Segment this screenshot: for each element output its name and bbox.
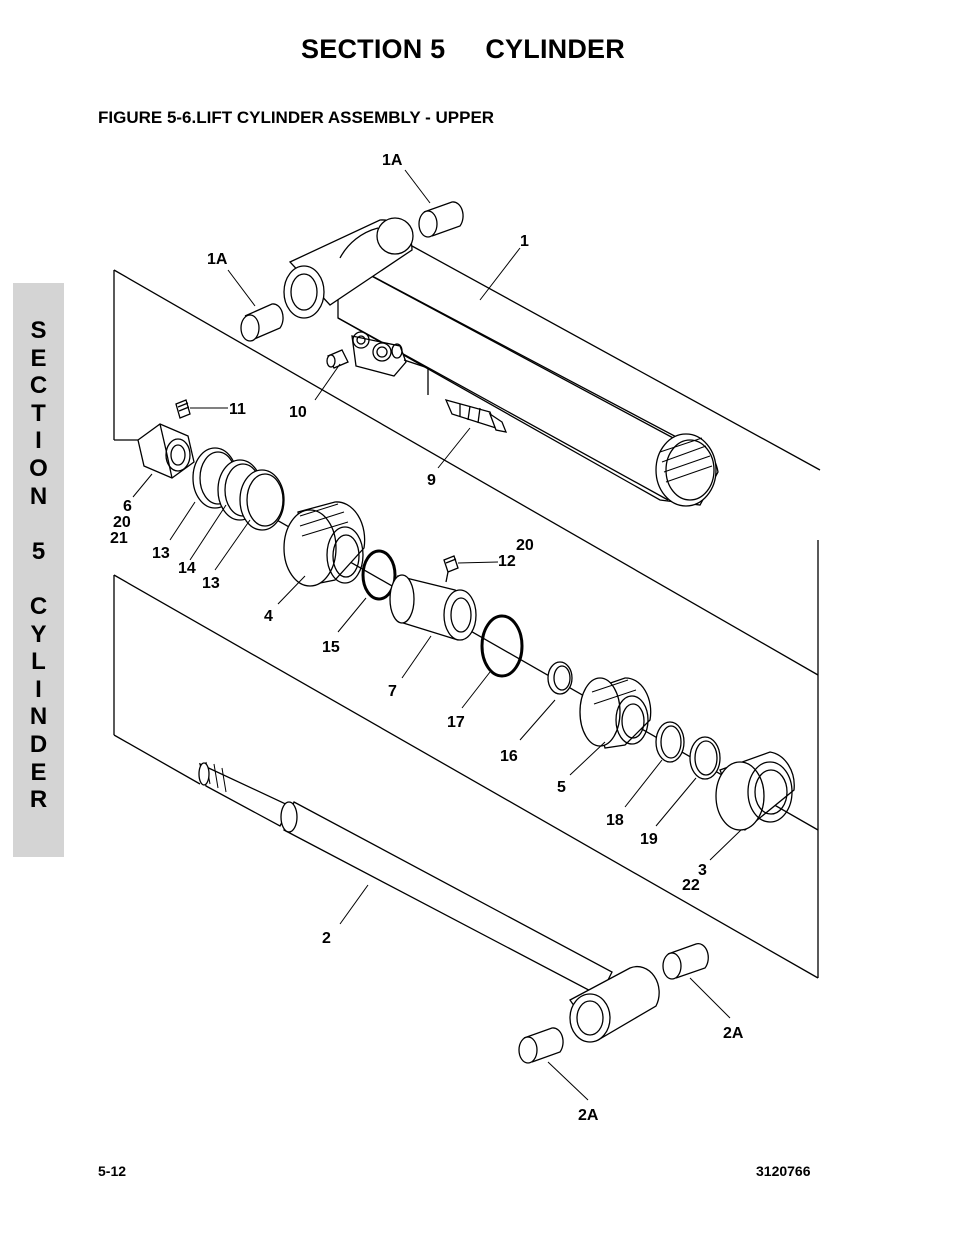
nut-part-6 <box>137 423 195 479</box>
side-tab-letter: T <box>31 399 46 427</box>
side-tab-letter: D <box>29 730 48 758</box>
callout-2a-right: 2A <box>723 1025 744 1042</box>
callout-7: 7 <box>388 683 397 700</box>
page-number: 5-12 <box>98 1163 127 1179</box>
callout-20b: 20 <box>516 537 534 554</box>
callout-4: 4 <box>264 608 273 625</box>
side-tab-letter: I <box>35 675 42 703</box>
side-tab-letter: I <box>35 427 42 455</box>
side-tab-letter: R <box>29 786 48 814</box>
section-heading: SECTION 5 CYLINDER <box>0 34 926 65</box>
callout-19: 19 <box>640 831 658 848</box>
callout-labels: 1A 1 1A 11 10 9 6 20 21 13 14 13 4 20 12… <box>110 152 744 1124</box>
section-number: SECTION 5 <box>301 34 446 64</box>
side-tab-letter: N <box>29 703 48 731</box>
callout-1a-top: 1A <box>382 152 403 169</box>
side-tab-letter: N <box>29 482 48 510</box>
ring-part-19 <box>689 736 721 780</box>
side-tab-letter: Y <box>30 620 47 648</box>
section-title: CYLINDER <box>485 34 625 64</box>
side-tab-letter: O <box>29 454 48 482</box>
callout-5: 5 <box>557 779 566 796</box>
piston-part-5 <box>579 677 652 749</box>
bushing-1a-top <box>418 201 464 238</box>
barrel-part-1 <box>283 217 719 507</box>
callout-22: 22 <box>682 877 700 894</box>
side-tab-letter: E <box>30 344 47 372</box>
spacer-part-7 <box>389 574 477 641</box>
callout-15: 15 <box>322 639 340 656</box>
gland-nut-part-3 <box>715 751 795 832</box>
callout-20a: 20 <box>113 514 131 531</box>
fitting-part-10 <box>326 349 349 369</box>
bushing-2a-bottom <box>518 1027 564 1064</box>
side-tab-letter: S <box>30 317 47 344</box>
callout-2: 2 <box>322 930 331 947</box>
bushing-1a-left <box>240 303 284 342</box>
assembly-boundary-lower <box>113 574 819 979</box>
callout-1: 1 <box>520 233 529 250</box>
callout-9: 9 <box>427 472 436 489</box>
figure-title: FIGURE 5-6.LIFT CYLINDER ASSEMBLY - UPPE… <box>98 108 495 127</box>
side-tab-letter: C <box>29 372 48 400</box>
setscrew-part-12 <box>443 555 459 583</box>
callout-14: 14 <box>178 560 196 577</box>
head-part-4 <box>283 501 366 587</box>
rod-part-2 <box>198 761 660 1043</box>
callout-17: 17 <box>447 714 465 731</box>
valve-part-9 <box>444 399 508 433</box>
callout-11: 11 <box>229 401 246 418</box>
o-ring-part-15 <box>361 549 397 601</box>
callout-13b: 13 <box>202 575 220 592</box>
ring-part-13b <box>239 469 285 531</box>
side-tab-letter: E <box>30 758 47 786</box>
ring-part-16 <box>547 661 573 695</box>
document-number: 3120766 <box>756 1163 811 1179</box>
bushing-2a-right <box>662 942 709 980</box>
callout-6: 6 <box>123 498 132 515</box>
side-tab-letter: C <box>29 592 48 620</box>
callout-16: 16 <box>500 748 518 765</box>
callout-21: 21 <box>110 530 128 547</box>
callout-10: 10 <box>289 404 307 421</box>
callout-3: 3 <box>698 862 707 879</box>
callout-18: 18 <box>606 812 624 829</box>
side-tab-letter: 5 <box>31 537 46 565</box>
side-tab-letter: L <box>31 648 46 676</box>
callout-1a-left: 1A <box>207 251 228 268</box>
callout-12: 12 <box>498 553 516 570</box>
o-ring-part-17 <box>480 614 524 678</box>
callout-2a-bottom: 2A <box>578 1107 599 1124</box>
setscrew-part-11 <box>175 399 191 419</box>
leader-lines <box>132 169 742 1101</box>
ring-part-18 <box>655 721 685 763</box>
callout-13a: 13 <box>152 545 170 562</box>
